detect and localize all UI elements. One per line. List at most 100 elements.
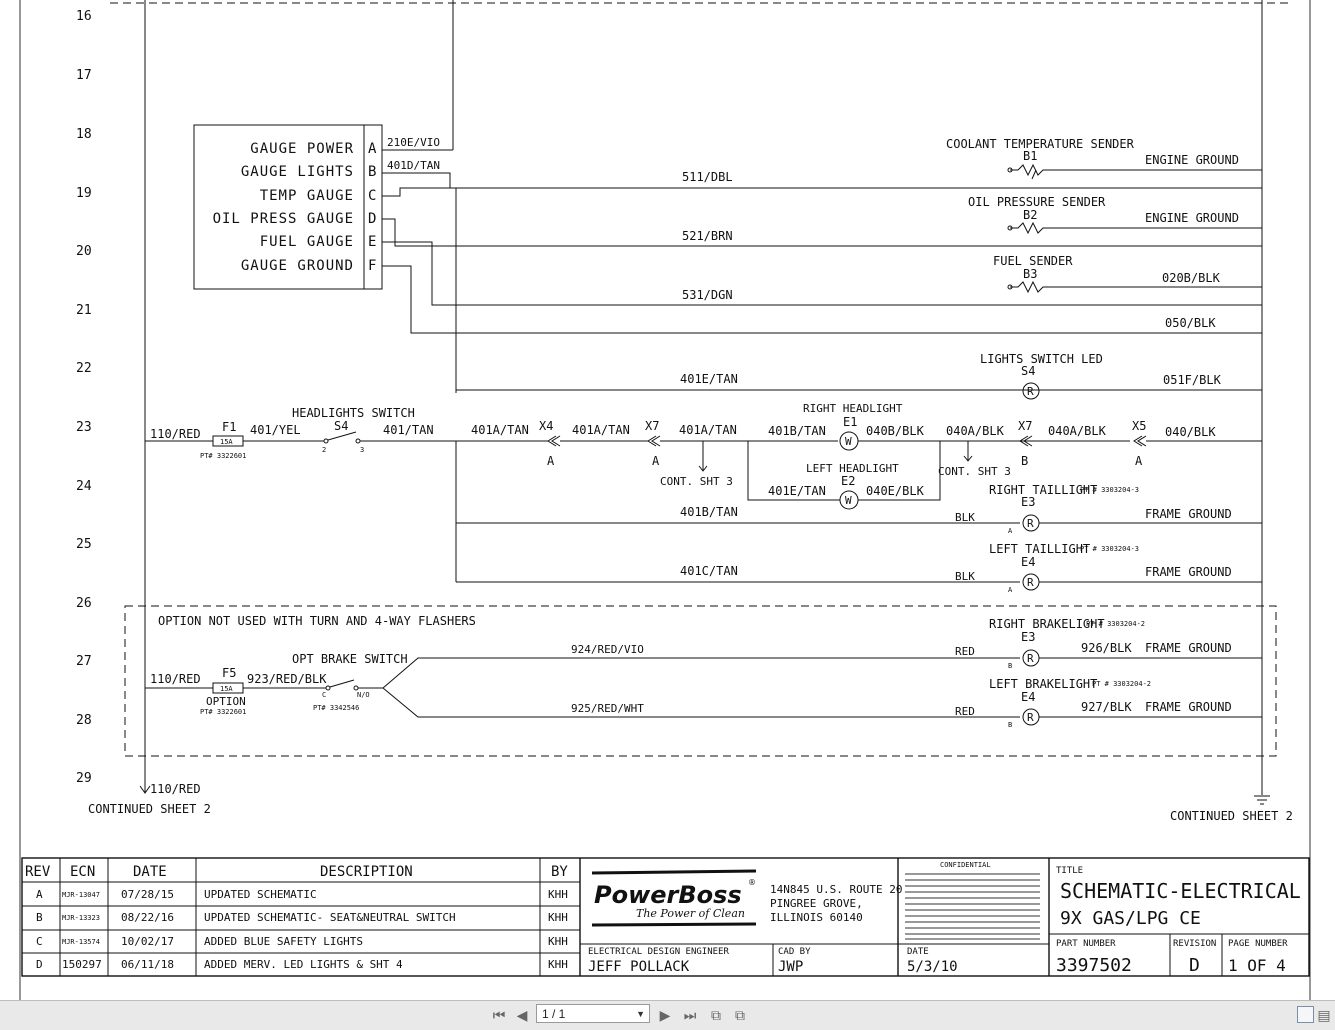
fuel-sender-label: FUEL SENDER: [993, 254, 1073, 268]
table-cell: A: [36, 888, 43, 901]
pin-letter: A: [368, 141, 377, 157]
ground-label: ENGINE GROUND: [1145, 211, 1239, 225]
table-cell: 06/11/18: [121, 958, 174, 971]
first-page-icon[interactable]: ⏮: [492, 1007, 506, 1023]
wire-label: 521/BRN: [682, 229, 733, 243]
address-line: ILLINOIS 60140: [770, 911, 863, 924]
part-number: PT# 3322601: [200, 708, 246, 716]
left-headlight: W: [839, 490, 859, 510]
field-label: DATE: [907, 947, 929, 957]
wire-label: 401D/TAN: [387, 159, 440, 172]
headlights-switch: HEADLIGHTS SWITCH S4 2 3: [292, 406, 415, 454]
lamp-letter: R: [1027, 711, 1034, 724]
page-number-value: 1 OF 4: [1228, 956, 1286, 975]
headlight-label: RIGHT HEADLIGHT: [803, 402, 903, 415]
wire-label: 401C/TAN: [680, 564, 738, 578]
table-cell: 07/28/15: [121, 888, 174, 901]
designator: E3: [1021, 630, 1035, 644]
row-number: 17: [76, 68, 92, 83]
wire-label: 531/DGN: [682, 288, 733, 302]
table-cell: KHH: [548, 911, 568, 924]
fuel-sender: FUEL SENDER B3 020B/BLK: [993, 254, 1262, 294]
logo-text: PowerBoss: [594, 881, 742, 909]
wire-label: 401A/TAN: [572, 423, 630, 437]
column-header: DESCRIPTION: [320, 864, 413, 880]
row-numbers: 16 17 18 19 20 21 22 23 24 25 26 27 28 2…: [76, 9, 92, 786]
table-cell: ADDED BLUE SAFETY LIGHTS: [204, 935, 363, 948]
ground-label: ENGINE GROUND: [1145, 153, 1239, 167]
table-row: A MJR-13047 07/28/15 UPDATED SCHEMATIC K…: [36, 888, 568, 901]
wire-label: 924/RED/VIO: [571, 643, 644, 656]
wire-label: 110/RED: [150, 782, 201, 796]
continuous-view-icon[interactable]: ▤: [1317, 1007, 1331, 1023]
wire-label: 040/BLK: [1165, 425, 1216, 439]
part-number: PT# 3342546: [313, 704, 359, 712]
wire-label: 401A/TAN: [471, 423, 529, 437]
gauge-connector: GAUGE POWER GAUGE LIGHTS TEMP GAUGE OIL …: [193, 124, 383, 290]
continued-label: CONTINUED SHEET 2: [88, 802, 211, 816]
column-header: ECN: [70, 864, 95, 880]
pin-letter: B: [1008, 721, 1012, 729]
wire-label: 926/BLK: [1081, 641, 1132, 655]
fuse-rating: 15A: [220, 438, 233, 446]
confidential-heading: CONFIDENTIAL: [940, 861, 991, 869]
wire-label: 401E/TAN: [680, 372, 738, 386]
lights-switch-led: R: [1022, 382, 1040, 400]
fuse-note: OPTION: [206, 695, 246, 708]
pin-letter: N/O: [357, 691, 370, 699]
wire-label: 401A/TAN: [679, 423, 737, 437]
row-number: 29: [76, 771, 92, 786]
wire-label: 511/DBL: [682, 170, 733, 184]
window-tile-icon[interactable]: ⧉: [735, 1007, 745, 1023]
fuel-gauge-label: FUEL GAUGE: [260, 234, 354, 250]
gauge-power-label: GAUGE POWER: [250, 141, 354, 157]
page-value: 1 / 1: [542, 1007, 566, 1021]
table-cell: KHH: [548, 935, 568, 948]
chevron-down-icon[interactable]: ▼: [636, 1009, 645, 1019]
table-row: B MJR-13323 08/22/16 UPDATED SCHEMATIC- …: [36, 911, 568, 924]
wire-label: BLK: [955, 511, 975, 524]
lamp-letter: R: [1027, 517, 1034, 530]
connector-id: X4: [539, 419, 553, 433]
table-cell: KHH: [548, 958, 568, 971]
table-cell: MJR-13574: [62, 938, 100, 946]
wire-label: 050/BLK: [1165, 316, 1216, 330]
page-number-input[interactable]: 1 / 1 ▼: [536, 1004, 650, 1023]
part-number: PT # 3303204-3: [1080, 545, 1139, 553]
connector-pin: A: [652, 454, 660, 468]
pin-letter: D: [368, 211, 377, 227]
table-cell: D: [36, 958, 43, 971]
oil-sender-label: OIL PRESSURE SENDER: [968, 195, 1106, 209]
window-cascade-icon[interactable]: ⧉: [711, 1007, 721, 1023]
pin-letter: C: [322, 691, 326, 699]
wire-label: 401B/TAN: [768, 424, 826, 438]
pin-letter: F: [368, 258, 377, 274]
previous-page-icon[interactable]: ◀: [516, 1007, 528, 1023]
wire-label: RED: [955, 645, 975, 658]
headlight-label: LEFT HEADLIGHT: [806, 462, 899, 475]
wire-label: 020B/BLK: [1162, 271, 1221, 285]
wire-label: 923/RED/BLK: [247, 672, 327, 686]
last-page-icon[interactable]: ⏭: [683, 1007, 697, 1023]
gauge-ground-label: GAUGE GROUND: [241, 258, 354, 274]
pin-letter: E: [368, 234, 377, 250]
pin-letter: A: [1008, 586, 1013, 594]
wire-label: 040E/BLK: [866, 484, 925, 498]
wire-label: 925/RED/WHT: [571, 702, 644, 715]
ground-label: FRAME GROUND: [1145, 507, 1232, 521]
designator: E1: [843, 415, 857, 429]
single-page-view-icon[interactable]: [1297, 1006, 1314, 1023]
wire-label: 040B/BLK: [866, 424, 925, 438]
brakelight-label: LEFT BRAKELIGHT: [989, 677, 1097, 691]
wire-label: 210E/VIO: [387, 136, 440, 149]
ground-label: FRAME GROUND: [1145, 700, 1232, 714]
row-number: 24: [76, 479, 92, 494]
wire-label: 110/RED: [150, 427, 201, 441]
table-cell: UPDATED SCHEMATIC: [204, 888, 317, 901]
next-page-icon[interactable]: ▶: [659, 1007, 671, 1023]
revision-table: REV ECN DATE DESCRIPTION BY A MJR-13047 …: [21, 857, 1310, 977]
table-row: D 150297 06/11/18 ADDED MERV. LED LIGHTS…: [36, 958, 568, 971]
lamp-letter: W: [845, 494, 852, 507]
table-row: C MJR-13574 10/02/17 ADDED BLUE SAFETY L…: [36, 935, 568, 948]
connector-pin: B: [1021, 454, 1028, 468]
